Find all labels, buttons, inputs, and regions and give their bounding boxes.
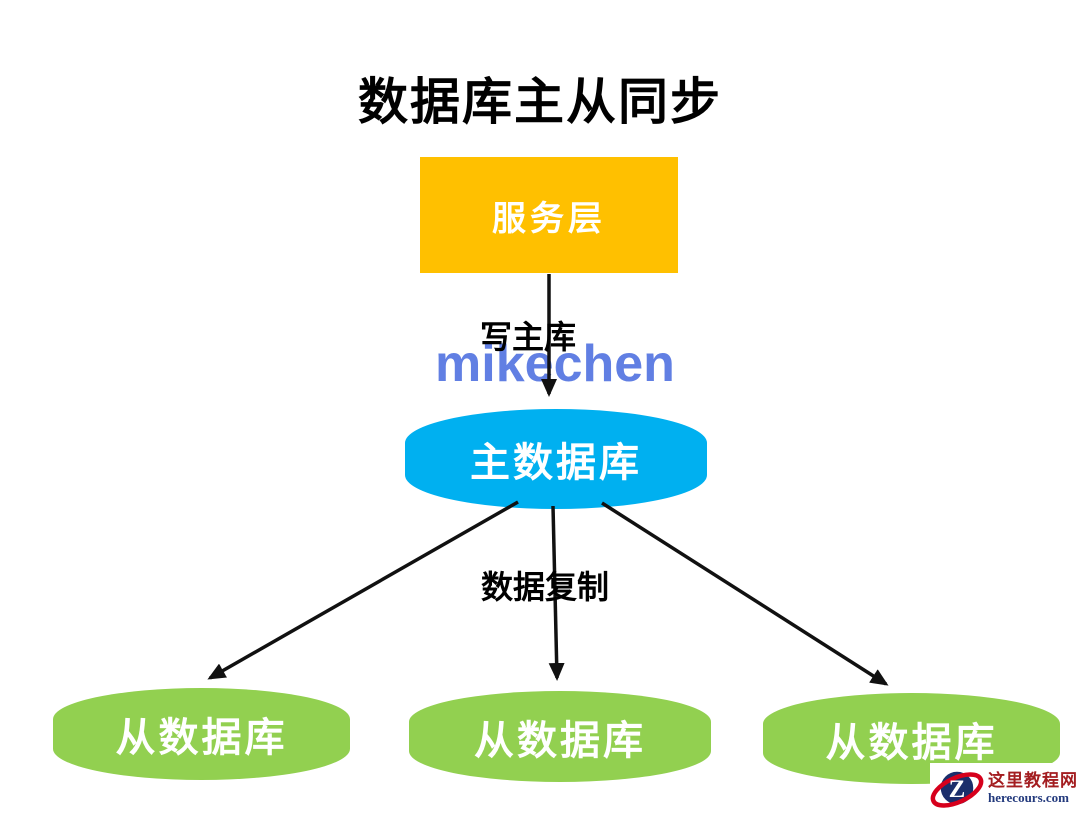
site-logo-text: 这里教程网 herecours.com — [988, 771, 1078, 805]
node-slave-database-3-label: 从数据库 — [825, 720, 998, 765]
node-service-layer: 服务层 — [420, 157, 678, 273]
logo-monogram: Z — [949, 776, 966, 803]
node-slave-database-2: 从数据库 — [409, 691, 711, 782]
site-name: 这里教程网 — [988, 771, 1078, 790]
site-domain: herecours.com — [988, 789, 1069, 805]
node-slave-database-1: 从数据库 — [53, 688, 350, 780]
node-service-layer-label: 服务层 — [492, 199, 606, 238]
site-logo-mark-icon: Z — [930, 770, 984, 808]
node-master-database: 主数据库 — [405, 409, 707, 509]
edge-label-data-replication: 数据复制 — [480, 569, 609, 605]
node-slave-database-2-label: 从数据库 — [474, 718, 646, 763]
node-master-database-label: 主数据库 — [470, 441, 642, 485]
site-logo: Z 这里教程网 herecours.com — [930, 763, 1080, 814]
diagram-title: 数据库主从同步 — [358, 74, 722, 130]
node-slave-database-1-label: 从数据库 — [115, 716, 288, 760]
edge-label-write-master: 写主库 — [479, 319, 576, 355]
logo-orbit-icon — [930, 772, 984, 808]
